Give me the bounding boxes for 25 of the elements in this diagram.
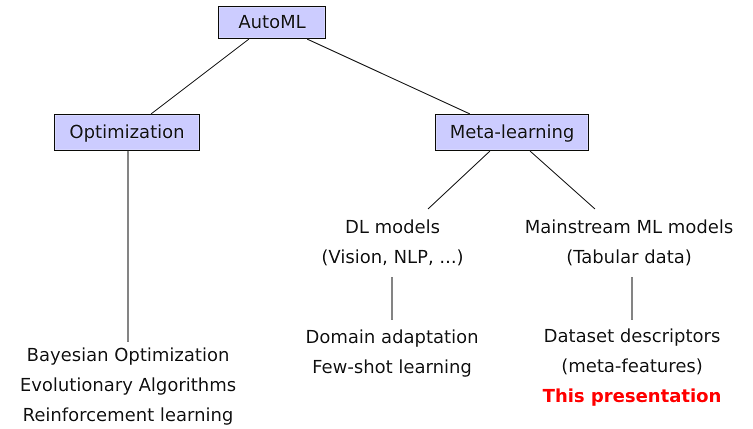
connector-line [530,150,596,210]
node-text: (Vision, NLP, ...) [321,246,464,270]
node-text: DL models [344,216,440,240]
node-text: AutoML [238,10,306,34]
node-text: Bayesian Optimization [26,344,230,368]
node-text: Domain adaptation [305,326,479,350]
node-text: Meta-learning [450,120,574,144]
node-text: (Tabular data) [566,246,692,270]
node-text: Dataset descriptors [544,325,720,349]
connector-line [428,150,490,210]
node-text: Optimization [69,120,185,144]
category-box [218,6,326,39]
connector-line [391,277,393,320]
category-box [54,114,200,151]
connector-line [150,38,250,114]
category-box [435,114,589,151]
node-text: Few-shot learning [312,356,472,380]
node-text: (meta-features) [561,355,703,379]
connector-line [127,151,129,342]
connector-line [306,38,470,114]
node-text: Evolutionary Algorithms [20,374,236,398]
highlight-text: This presentation [542,385,722,409]
node-text: Reinforcement learning [22,404,234,428]
connector-line [631,277,633,320]
node-text: Mainstream ML models [524,216,734,240]
